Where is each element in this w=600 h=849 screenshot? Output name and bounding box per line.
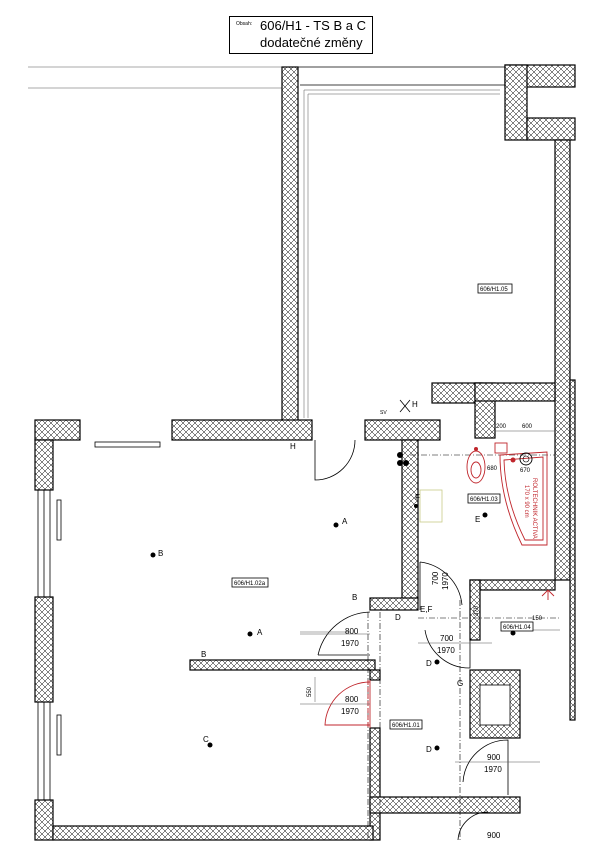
marker-f: F [415,493,420,502]
exterior-lines [28,66,505,418]
marker-a: A [342,517,348,526]
dimension-lines [300,430,560,763]
marker-a: A [257,628,263,637]
marker-h: H [412,400,418,409]
door-height: 1970 [437,646,455,655]
door-height: 1970 [341,707,359,716]
room-label-r04: 606/H1.04 [503,625,531,631]
marker-g: G [457,679,463,688]
door-width: 800 [345,627,359,636]
door-height: 1970 [484,765,502,774]
marker-ef: E,F [420,605,433,614]
marker-d: D [395,613,401,622]
door-labels: 800 1970 700 1970 800 1970 700 1970 900 … [341,571,502,840]
room-label-r05: 606/H1.05 [480,287,508,293]
door-height: 1970 [341,639,359,648]
dim-600: 600 [522,424,533,430]
marker-e: E [475,515,480,524]
dim-370: 370 [474,605,480,616]
room-label-r01: 606/H1.01 [392,723,420,729]
bathtub-size: 170 x 90 cm [523,485,529,518]
door-width: 700 [431,571,440,585]
title-line2: dodatečné změny [260,35,363,50]
marker-h: H [290,442,296,451]
dim-670: 670 [520,468,531,474]
dim-680: 680 [487,466,498,472]
door-height: 1970 [441,572,450,590]
door-width: 700 [440,634,454,643]
dim-550: 550 [307,686,313,697]
marker-b: B [201,650,206,659]
windows [37,441,161,801]
dimension-labels: 680 670 200 600 550 150 370 ROLTECHNIK A… [307,424,543,697]
marker-d: D [426,745,432,754]
marker-c: C [203,735,209,744]
title-block: Obsah: 606/H1 - TS B a C dodatečné změny [229,16,373,54]
room-tags: 606/H1.05 606/H1.03 606/H1.02a 606/H1.04… [231,283,534,730]
marker-sv: SV [380,410,387,416]
bathroom-fixtures [397,442,555,600]
room-label-r02a: 606/H1.02a [234,581,266,587]
door-width: 900 [487,831,501,840]
dim-150: 150 [532,616,543,622]
marker-d: D [426,659,432,668]
door-width: 800 [345,695,359,704]
marker-b: B [158,549,163,558]
door-swings [314,439,560,841]
outlet-markers: A B A C B B D E,F D D G E H H SV F [150,399,516,754]
title-line1: 606/H1 - TS B a C [260,18,366,33]
title-label: Obsah: [236,21,253,27]
bathtub-brand: ROLTECHNIK ACTIVA [531,478,537,539]
walls [34,64,576,841]
room-label-r03: 606/H1.03 [470,497,498,503]
marker-b: B [352,593,357,602]
dim-200: 200 [496,424,507,430]
door-width: 900 [487,753,501,762]
